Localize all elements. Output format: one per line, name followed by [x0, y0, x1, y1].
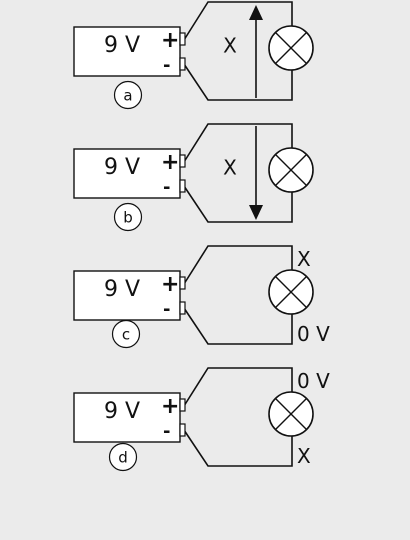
circuit-c: 9 V +- X 0 V c: [73, 245, 330, 349]
battery-terminal-negative: [179, 301, 186, 315]
battery-plus-sign: +: [161, 28, 179, 53]
circuit-label-circle: [113, 202, 143, 232]
battery-plus-sign: +: [161, 272, 179, 297]
lamp-cross: [275, 32, 307, 64]
middle-x-label: X: [223, 34, 237, 58]
circuit-label: b: [123, 209, 133, 227]
circuit-label: d: [118, 449, 128, 467]
arrow-up-head: [249, 5, 263, 20]
battery: [73, 148, 181, 199]
bottom-terminal-label: X: [297, 444, 311, 468]
battery-terminal-negative: [179, 179, 186, 193]
arrow-down-head: [249, 205, 263, 220]
circuit-label-circle: [113, 80, 143, 110]
circuit-d: 9 V +- 0 V Xd: [73, 367, 330, 472]
lamp-cross: [275, 154, 307, 186]
circuit-label-circle: [108, 442, 138, 472]
circuit-b: 9 V +- Xb: [73, 123, 314, 232]
battery-terminal-negative: [179, 423, 186, 437]
battery: [73, 392, 181, 443]
battery-terminal-positive: [179, 32, 186, 46]
lamp-cross: [275, 398, 307, 430]
battery-minus-sign: -: [163, 177, 170, 198]
middle-x-label: X: [223, 156, 237, 180]
battery-minus-sign: -: [163, 299, 170, 320]
battery-minus-sign: -: [163, 421, 170, 442]
lamp-cross: [275, 276, 307, 308]
battery-plus-sign: +: [161, 150, 179, 175]
circuit-a: 9 V +- Xa: [73, 1, 314, 110]
battery-terminal-positive: [179, 276, 186, 290]
battery: [73, 270, 181, 321]
bottom-terminal-label: 0 V: [297, 322, 330, 346]
battery-plus-sign: +: [161, 394, 179, 419]
circuit-label: a: [123, 87, 132, 105]
top-terminal-label: 0 V: [297, 369, 330, 393]
battery-terminal-negative: [179, 57, 186, 71]
top-terminal-label: X: [297, 247, 311, 271]
battery: [73, 26, 181, 77]
battery-voltage-label: 9 V: [104, 33, 140, 58]
circuit-label-circle: [111, 319, 141, 349]
battery-voltage-label: 9 V: [104, 277, 140, 302]
battery-terminal-positive: [179, 398, 186, 412]
battery-voltage-label: 9 V: [104, 399, 140, 424]
battery-minus-sign: -: [163, 55, 170, 76]
battery-voltage-label: 9 V: [104, 155, 140, 180]
circuit-label: c: [122, 326, 130, 344]
battery-terminal-positive: [179, 154, 186, 168]
